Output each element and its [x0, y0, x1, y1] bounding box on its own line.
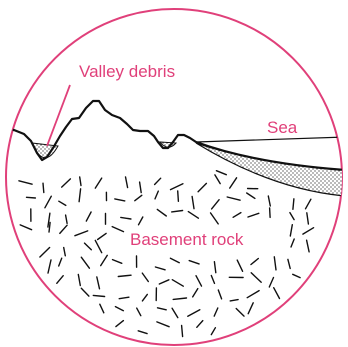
- rock-dash: [27, 197, 36, 198]
- rock-dash: [178, 191, 179, 201]
- rock-dash: [270, 208, 271, 218]
- label-basement-rock: Basement rock: [130, 230, 244, 249]
- label-sea: Sea: [267, 118, 298, 137]
- rock-dash: [293, 199, 294, 210]
- rock-dash: [182, 325, 183, 336]
- rock-dash: [43, 183, 44, 192]
- label-valley-debris: Valley debris: [79, 62, 175, 81]
